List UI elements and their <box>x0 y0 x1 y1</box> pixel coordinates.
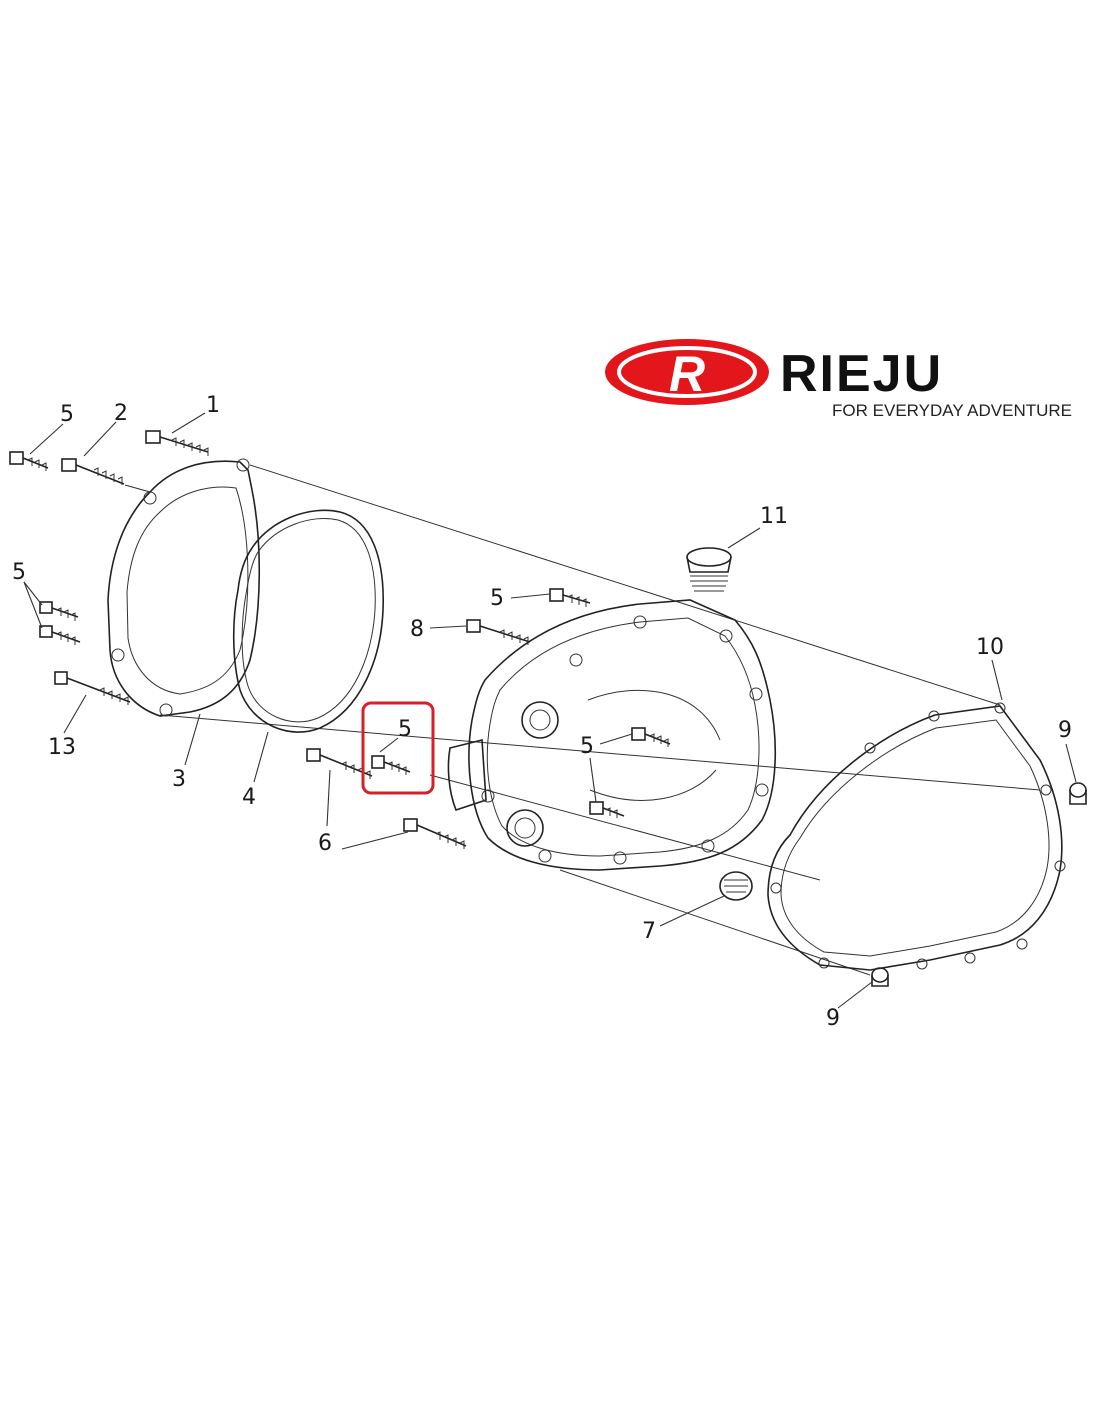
bolt-lower-6 <box>403 818 467 849</box>
highlight-box <box>361 701 435 795</box>
crankcase-gasket <box>767 702 1066 971</box>
logo-emblem <box>605 339 769 405</box>
bolt-5-center <box>631 727 671 747</box>
leader-lines <box>23 412 1077 1009</box>
callout-5: 5 <box>60 402 74 427</box>
dowel-pin-upper <box>1069 782 1087 805</box>
oil-filler-plug <box>686 547 732 592</box>
cover-gasket <box>232 509 384 733</box>
crankcase-cover <box>447 599 777 871</box>
callout-6: 6 <box>318 831 332 856</box>
bolt-5-mid-left-b <box>39 625 81 645</box>
callout-1: 1 <box>206 393 220 418</box>
rieju-logo: R RIEJU FOR EVERYDAY ADVENTURE <box>605 339 1072 420</box>
callout-9: 9 <box>826 1006 840 1031</box>
callout-labels: 1 2 5 5 13 3 4 5 6 8 5 11 5 7 10 9 9 <box>12 393 1072 1031</box>
bolt-2 <box>61 458 125 485</box>
bolt-5-highlighted <box>371 755 411 775</box>
callout-5-highlighted: 5 <box>398 717 412 742</box>
callout-11: 11 <box>760 504 788 529</box>
logo-letter: R <box>669 346 705 402</box>
callout-5: 5 <box>12 560 26 585</box>
callout-2: 2 <box>114 401 128 426</box>
bolt-1 <box>145 430 209 456</box>
callout-5: 5 <box>580 734 594 759</box>
brand-name: RIEJU <box>780 345 943 403</box>
bolt-5-mid-left-a <box>39 601 79 621</box>
bolt-13 <box>54 671 131 705</box>
callout-8: 8 <box>410 617 424 642</box>
callout-3: 3 <box>172 767 186 792</box>
callout-5: 5 <box>490 586 504 611</box>
bolt-5-top-left <box>9 451 49 471</box>
bolt-5-lower-center <box>589 801 625 818</box>
alignment-lines <box>124 464 1041 976</box>
dowel-pin-lower <box>871 967 889 987</box>
callout-7: 7 <box>642 919 656 944</box>
gear-plug-7 <box>719 871 753 901</box>
callout-10: 10 <box>976 635 1004 660</box>
callout-4: 4 <box>242 785 256 810</box>
brand-tagline: FOR EVERYDAY ADVENTURE <box>832 401 1072 420</box>
bolt-8 <box>466 619 531 645</box>
callout-13: 13 <box>48 735 76 760</box>
callout-9: 9 <box>1058 718 1072 743</box>
bolt-5-upper-right <box>549 588 591 607</box>
clutch-cover <box>107 458 261 717</box>
